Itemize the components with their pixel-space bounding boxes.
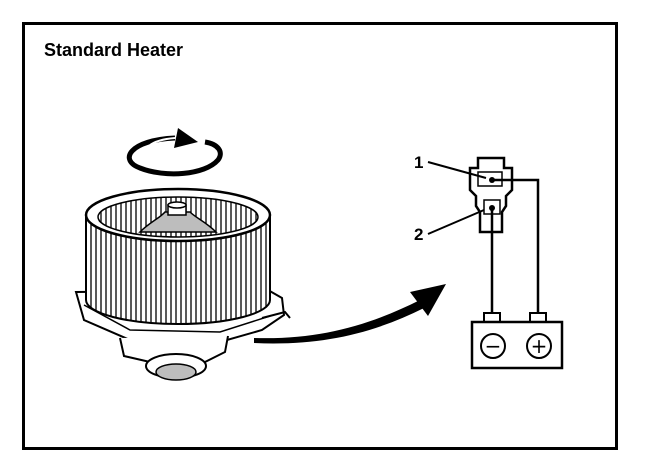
callouts: 1 2 — [414, 153, 487, 244]
negative-sign: − — [485, 334, 502, 358]
positive-sign: + — [531, 334, 548, 358]
flow-arrow-icon — [254, 284, 446, 344]
rotation-arrow-icon — [126, 128, 223, 177]
callout-1: 1 — [414, 153, 423, 172]
positive-terminal-icon — [526, 333, 552, 359]
negative-terminal-icon — [480, 333, 506, 359]
test-leads — [490, 178, 540, 318]
battery: − + — [470, 312, 564, 370]
diagram-title: Standard Heater — [44, 40, 184, 60]
connector — [468, 156, 514, 234]
callout-2: 2 — [414, 225, 423, 244]
blower-motor — [74, 187, 291, 381]
